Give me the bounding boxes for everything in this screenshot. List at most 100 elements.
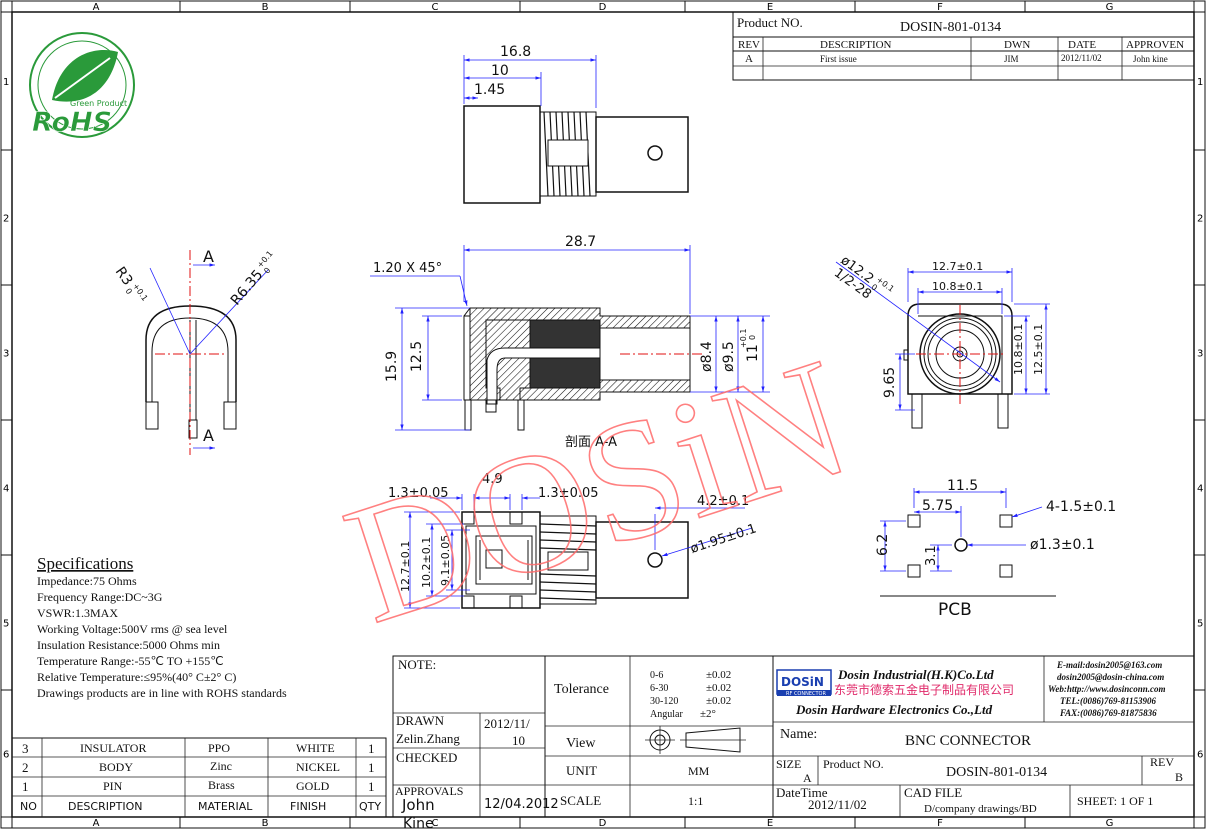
tb-tol-range: Angular	[650, 709, 683, 720]
bom-material: Brass	[208, 778, 235, 792]
tb-tol-val: ±2°	[700, 708, 716, 720]
company-contact: FAX:(0086)769-81875836	[1059, 708, 1157, 718]
grid-row-label: 2	[1197, 214, 1203, 225]
tb-sheet: SHEET: 1 OF 1	[1077, 794, 1153, 808]
dim-front-10-8: 10.8±0.1	[932, 280, 983, 293]
pcb-dim-11-5: 11.5	[947, 478, 978, 494]
grid-row-label: 1	[1197, 77, 1203, 88]
rev-row-desc: First issue	[820, 54, 857, 64]
bom-material: PPO	[208, 741, 230, 755]
bom-header-mat: MATERIAL	[198, 800, 253, 813]
tb-unit: UNIT	[566, 763, 597, 778]
specs-title: Specifications	[37, 554, 133, 573]
tb-rev-label: REV	[1150, 755, 1174, 769]
dim-front-12-7: 12.7±0.1	[932, 260, 983, 273]
section-view: 28.7 1.20 X 45° 15.9 12.5 ø8.4 ø9.5 11 +…	[370, 234, 770, 450]
tb-drawn-date2: 10	[512, 733, 525, 748]
bom-table: 3 INSULATOR PPO WHITE 1 2 BODY Zinc NICK…	[11, 737, 387, 818]
company-name-en2: Dosin Hardware Electronics Co.,Ltd	[795, 702, 993, 717]
grid-row-label: 4	[1197, 484, 1203, 495]
left-end-view: A A R3 +0.1 0 R6.35 +0.1 0	[112, 247, 275, 455]
dim-r3-tol2: 0	[124, 287, 134, 296]
section-mark-top: A	[203, 247, 214, 266]
grid-row-label: 5	[1197, 619, 1203, 630]
bom-qty: 1	[368, 779, 375, 794]
specifications: Specifications Impedance:75 Ohms Frequen…	[37, 554, 287, 700]
section-label: 剖面 A-A	[565, 435, 617, 450]
pcb-holes: 4-1.5±0.1	[1046, 499, 1116, 515]
dim-28-7: 28.7	[565, 234, 596, 250]
dim-front-9-65: 9.65	[882, 367, 898, 398]
grid-col-label: C	[432, 818, 439, 829]
tb-tol-range: 6-30	[650, 683, 668, 694]
dim-bot-9-1: 9.1±0.05	[439, 535, 452, 586]
pcb-dim-6-2: 6.2	[875, 534, 891, 556]
tb-drawn-by: Zelin.Zhang	[396, 731, 460, 746]
company-contact: Web:http://www.dosinconn.com	[1048, 684, 1166, 694]
bom-desc: INSULATOR	[80, 741, 146, 755]
dim-bot-1-3b: 1.3±0.05	[538, 486, 599, 501]
tb-checked: CHECKED	[396, 750, 457, 765]
grid-col-label: G	[1106, 2, 1114, 13]
company-contact: E-mail:dosin2005@163.com	[1056, 660, 1162, 670]
spec-line: Drawings products are in line with ROHS …	[37, 686, 287, 700]
dim-front-v10-8: 10.8±0.1	[1012, 324, 1025, 375]
rev-product-no: DOSIN-801-0134	[900, 20, 1001, 35]
dim-r6-35: R6.35	[228, 267, 267, 309]
bottom-view: 1.3±0.05 4.9 1.3±0.05 4.2±0.1 ø1.95±0.1 …	[388, 472, 758, 609]
bom-header-fin: FINISH	[290, 800, 326, 813]
tb-name-label: Name:	[780, 727, 817, 742]
spec-line: Relative Temperature:≤95%(40° C±2° C)	[37, 670, 236, 684]
bom-desc: BODY	[99, 760, 133, 774]
company-logo-text: DOSiN	[781, 675, 824, 689]
section-mark-bottom: A	[203, 426, 214, 445]
dim-chamfer: 1.20 X 45°	[373, 261, 442, 276]
rev-col-dwn: DWN	[1004, 39, 1030, 51]
dim-16-8: 16.8	[500, 44, 531, 60]
tb-size: A	[803, 771, 812, 785]
bom-finish: NICKEL	[296, 760, 340, 774]
dim-11: 11	[745, 344, 761, 362]
grid-col-label: G	[1106, 818, 1114, 829]
pcb-dim-5-75: 5.75	[922, 498, 953, 514]
title-block: NOTE: DRAWN Zelin.Zhang 2012/11/ 10 CHEC…	[392, 655, 1195, 829]
tb-datetime-label: DateTime	[776, 785, 828, 800]
rev-row-date: 2012/11/02	[1061, 53, 1102, 63]
pcb-layout: 11.5 5.75 4-1.5±0.1 6.2 3.1 ø1.3±0.1 PCB	[875, 478, 1116, 620]
rev-row-dwn: JIM	[1004, 54, 1019, 64]
dim-front-d12-tol2: 0	[869, 282, 878, 292]
company-name-en: Dosin Industrial(H.K)Co.Ltd	[837, 667, 994, 682]
grid-row-label: 3	[1197, 349, 1203, 360]
tb-product-no: DOSIN-801-0134	[946, 765, 1047, 780]
dim-bot-4-2: 4.2±0.1	[697, 494, 749, 509]
tb-tol-range: 0-6	[650, 670, 663, 681]
front-view: 12.7±0.1 10.8±0.1 10.8±0.1 12.5±0.1 9.65…	[831, 253, 1050, 429]
tb-datetime: 2012/11/02	[808, 797, 867, 812]
pcb-dim-d1-3: ø1.3±0.1	[1030, 537, 1095, 553]
tb-approver: John	[401, 796, 435, 814]
tb-scale: SCALE	[560, 793, 601, 808]
rev-col-desc: DESCRIPTION	[820, 39, 892, 51]
dim-front-v12-5: 12.5±0.1	[1032, 324, 1045, 375]
rev-row-rev: A	[745, 53, 753, 65]
tb-size-label: SIZE	[776, 757, 801, 771]
tb-note: NOTE:	[398, 657, 436, 672]
revision-table: Product NO. DOSIN-801-0134 REV DESCRIPTI…	[732, 11, 1195, 81]
spec-line: Insulation Resistance:5000 Ohms min	[37, 638, 220, 652]
grid-col-label: A	[93, 818, 100, 829]
tb-drawn-date: 2012/11/	[484, 716, 530, 731]
dim-12-5: 12.5	[409, 341, 425, 372]
grid-col-label: D	[599, 818, 607, 829]
rev-row-approven: John kine	[1133, 54, 1168, 64]
rev-col-approven: APPROVEN	[1126, 39, 1184, 51]
tb-product-no-label: Product NO.	[823, 757, 884, 771]
dim-bot-12-7: 12.7±0.1	[399, 541, 412, 592]
grid-row-label: 6	[1197, 750, 1203, 761]
grid-col-label: B	[262, 2, 269, 13]
bom-no: 1	[22, 779, 29, 794]
tb-unit-value: MM	[688, 764, 710, 778]
dim-r3-tol: +0.1	[131, 282, 150, 303]
grid-row-label: 3	[3, 349, 9, 360]
tb-view: View	[566, 736, 596, 751]
